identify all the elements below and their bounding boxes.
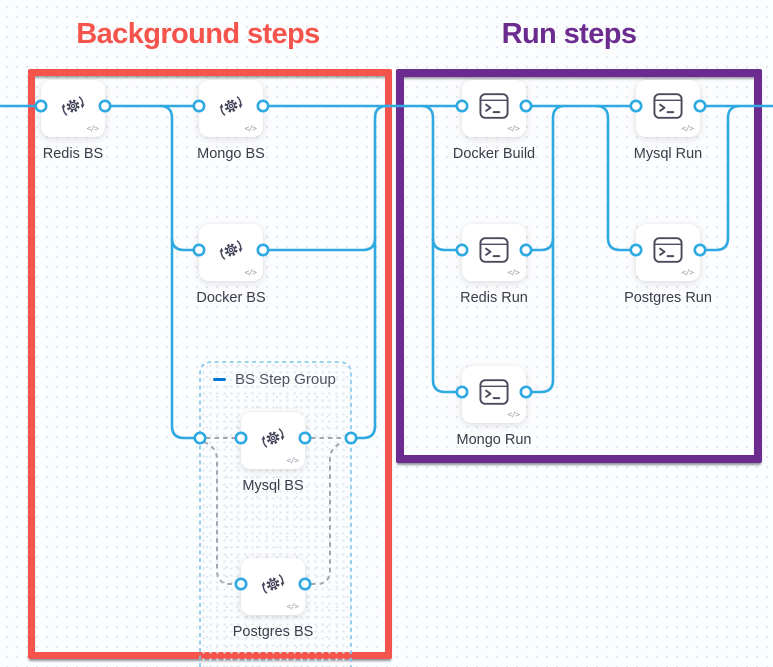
code-badge-icon: </> (681, 268, 694, 277)
sync-gear-icon (258, 569, 288, 599)
step-label: Mongo Run (456, 432, 532, 448)
step-card[interactable]: </> (462, 224, 526, 281)
step-label: Mysql BS (242, 478, 304, 494)
step-card[interactable]: </> (241, 558, 305, 615)
step-card[interactable]: </> (462, 366, 526, 423)
code-badge-icon: </> (286, 456, 299, 465)
step-node-mysql-bs[interactable]: </> Mysql BS (241, 412, 305, 494)
run-steps-title: Run steps (501, 18, 637, 50)
step-label: Redis Run (460, 290, 528, 306)
sync-gear-icon (58, 91, 88, 121)
code-badge-icon: </> (507, 410, 520, 419)
minus-icon[interactable] (213, 377, 226, 382)
terminal-icon (478, 236, 510, 264)
terminal-icon (478, 92, 510, 120)
background-steps-title: Background steps (76, 18, 320, 50)
step-node-redis-bs[interactable]: </> Redis BS (41, 80, 105, 162)
step-label: Postgres BS (232, 624, 314, 640)
step-node-mongo-bs[interactable]: </> Mongo BS (197, 80, 265, 162)
terminal-icon (652, 236, 684, 264)
step-node-postgres-run[interactable]: </> Postgres Run (624, 224, 712, 306)
sync-gear-icon (258, 423, 288, 453)
code-badge-icon: </> (681, 124, 694, 133)
terminal-icon (478, 378, 510, 406)
step-label: Postgres Run (624, 290, 712, 306)
step-group-dropzone (200, 362, 351, 667)
step-label: Mysql Run (633, 146, 703, 162)
code-badge-icon: </> (244, 268, 257, 277)
step-label: Docker Build (452, 146, 536, 162)
step-node-redis-run[interactable]: </> Redis Run (460, 224, 528, 306)
code-badge-icon: </> (244, 124, 257, 133)
sync-gear-icon (216, 235, 246, 265)
step-card[interactable]: </> (636, 80, 700, 137)
step-node-docker-bs[interactable]: </> Docker BS (196, 224, 266, 306)
step-card[interactable]: </> (241, 412, 305, 469)
step-card[interactable]: </> (462, 80, 526, 137)
run-steps-annotation-box (396, 69, 762, 463)
terminal-icon (652, 92, 684, 120)
code-badge-icon: </> (86, 124, 99, 133)
step-node-mongo-run[interactable]: </> Mongo Run (457, 366, 531, 448)
step-label: Mongo BS (197, 146, 265, 162)
code-badge-icon: </> (286, 602, 299, 611)
step-group-label: BS Step Group (235, 371, 336, 388)
code-badge-icon: </> (507, 124, 520, 133)
step-card[interactable]: </> (636, 224, 700, 281)
code-badge-icon: </> (507, 268, 520, 277)
step-node-postgres-bs[interactable]: </> Postgres BS (233, 558, 313, 640)
step-card[interactable]: </> (199, 80, 263, 137)
step-label: Redis BS (42, 146, 104, 162)
step-label: Docker BS (196, 290, 266, 306)
step-card[interactable]: </> (199, 224, 263, 281)
step-card[interactable]: </> (41, 80, 105, 137)
step-node-mysql-run[interactable]: </> Mysql Run (634, 80, 702, 162)
step-node-docker-build[interactable]: </> Docker Build (453, 80, 535, 162)
step-group-header: BS Step Group (213, 371, 336, 388)
sync-gear-icon (216, 91, 246, 121)
